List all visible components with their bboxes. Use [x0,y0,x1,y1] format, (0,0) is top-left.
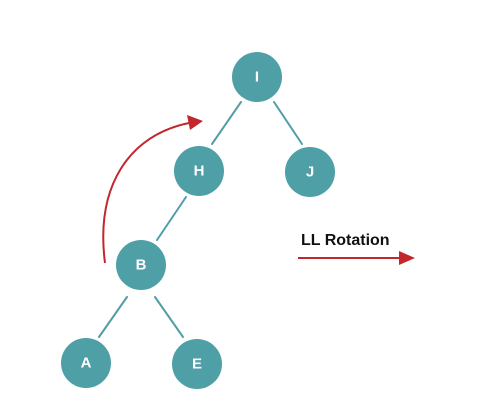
node-b-circle [116,240,166,290]
rotation-right-arrow [298,251,415,265]
node-j-circle [285,147,335,197]
right-arrow-head [399,251,415,265]
node-a-circle [61,338,111,388]
rotation-curved-arrow [102,115,203,264]
node-j-label: J [306,164,314,181]
node-e: E [172,339,222,389]
node-a-label: A [81,355,92,372]
edge-i-j [273,101,303,145]
edge-h-b [156,196,187,241]
node-h: H [174,146,224,196]
edge-b-a [98,296,128,338]
tree-edges [98,101,303,338]
node-b-label: B [136,257,147,274]
edge-i-h [211,101,242,145]
node-i-label: I [255,69,259,86]
node-i-circle [232,52,282,102]
node-e-label: E [192,356,202,373]
node-a: A [61,338,111,388]
curved-arrow-head [187,115,203,130]
node-h-label: H [194,163,205,180]
curved-arrow-path [102,122,190,264]
node-i: I [232,52,282,102]
rotation-label: LL Rotation [301,232,390,249]
edge-b-e [154,296,184,338]
node-b: B [116,240,166,290]
node-h-circle [174,146,224,196]
node-e-circle [172,339,222,389]
node-j: J [285,147,335,197]
